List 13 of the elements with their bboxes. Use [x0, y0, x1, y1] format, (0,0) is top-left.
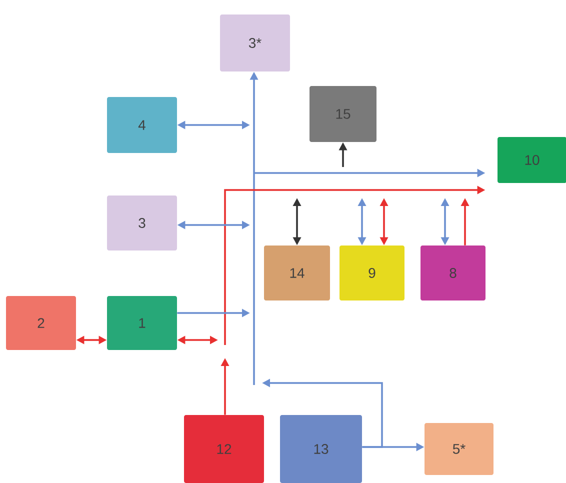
- numbered-box: 10: [498, 137, 566, 183]
- numbered-box: 1: [107, 296, 177, 350]
- numbered-box: 13: [280, 415, 362, 483]
- numbered-box: 9: [340, 246, 404, 300]
- numbered-box: 15: [310, 86, 376, 142]
- numbered-box: 5*: [424, 423, 494, 475]
- numbered-box: 3*: [220, 14, 290, 72]
- numbered-box: 4: [107, 97, 177, 153]
- numbered-box: 14: [264, 246, 330, 300]
- numbered-box: 12: [184, 415, 264, 483]
- numbered-box: 3: [107, 196, 177, 250]
- numbered-box: 2: [6, 296, 76, 350]
- numbered-box: 8: [420, 246, 486, 300]
